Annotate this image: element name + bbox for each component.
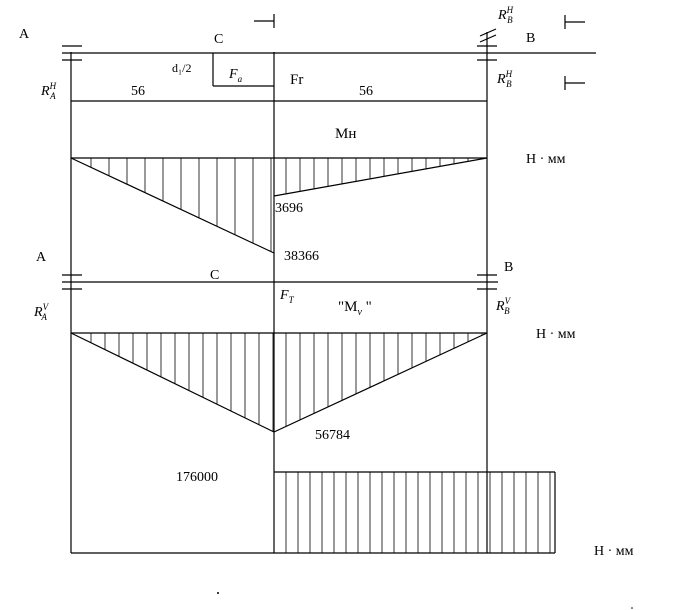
label-unit-1: Н · мм [526, 152, 566, 167]
value-56784: 56784 [315, 428, 350, 443]
label-span-right: 56 [359, 84, 373, 99]
label-unit-2: Н · мм [536, 327, 576, 342]
label-point-b-mid: B [504, 260, 513, 275]
label-unit-3: Н · мм [594, 544, 634, 559]
label-point-c-top: C [214, 32, 223, 47]
value-38366: 38366 [284, 249, 319, 264]
stray-dot-right [631, 607, 633, 609]
stray-dot [217, 592, 219, 594]
label-point-a-mid: A [36, 250, 47, 265]
moment-h-right-curve [273, 157, 488, 197]
diagram-hatching [90, 158, 551, 553]
title-moment-h: Мн [335, 126, 356, 142]
label-axial-force: Fa [228, 67, 243, 84]
label-point-c-mid: C [210, 268, 219, 283]
value-176000: 176000 [176, 470, 218, 485]
label-span-left: 56 [131, 84, 145, 99]
label-d1-half: d₁/2 [172, 61, 192, 75]
moment-v-curve [70, 332, 488, 433]
label-point-b-top: B [526, 31, 535, 46]
moment-h-left-curve [70, 157, 275, 254]
title-moment-v: "Mv " [338, 299, 372, 318]
value-3696: 3696 [275, 201, 303, 216]
label-tangential-force: FT [279, 288, 295, 305]
label-point-a-top: A [19, 27, 30, 42]
label-radial-force: Fr [290, 72, 303, 88]
